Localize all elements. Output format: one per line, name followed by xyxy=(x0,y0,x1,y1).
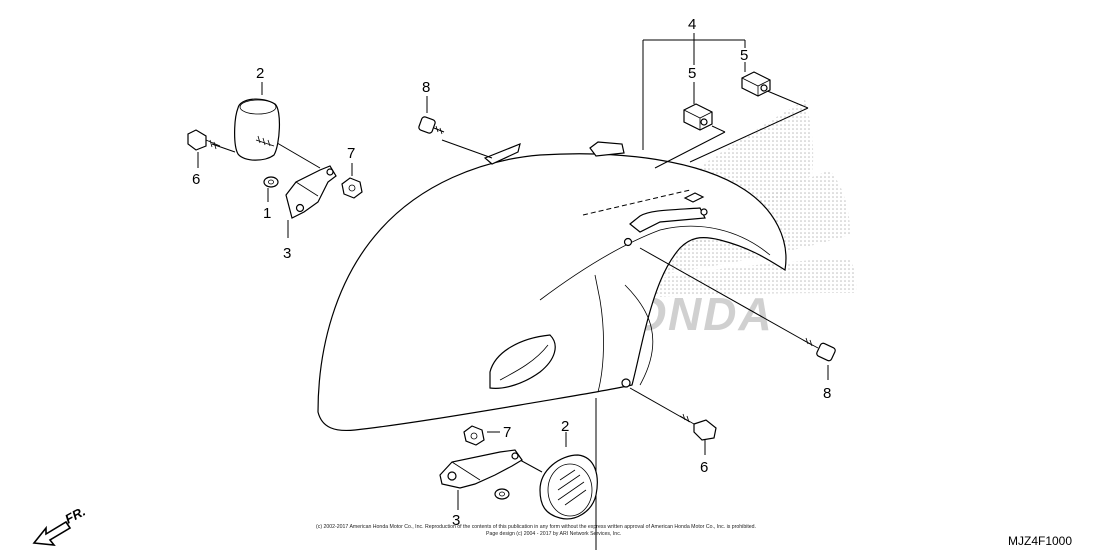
callout-8-right: 8 xyxy=(823,385,831,402)
callout-2-bottom: 2 xyxy=(561,418,569,435)
callout-3-top: 3 xyxy=(283,245,291,262)
callout-8-left: 8 xyxy=(422,79,430,96)
callout-7-bottom: 7 xyxy=(503,424,511,441)
copyright-line-1: (c) 2002-2017 American Honda Motor Co., … xyxy=(316,524,756,530)
clip-part-5-right xyxy=(741,71,771,97)
reflector-part-2-top xyxy=(234,98,280,161)
bolt-part-6-left xyxy=(187,129,221,151)
front-direction-arrow-icon xyxy=(32,520,72,546)
callout-4: 4 xyxy=(688,16,696,33)
nut-part-7-bottom xyxy=(463,425,485,446)
callout-6-left: 6 xyxy=(192,171,200,188)
callout-1: 1 xyxy=(263,205,271,222)
copyright-line-2: Page design (c) 2004 - 2017 by ARI Netwo… xyxy=(486,531,621,537)
callout-5-left: 5 xyxy=(688,65,696,82)
diagram-code: MJZ4F1000 xyxy=(1008,534,1072,548)
clip-part-5-left xyxy=(683,103,713,131)
callout-2-top: 2 xyxy=(256,65,264,82)
callout-5-right: 5 xyxy=(740,47,748,64)
reflector-part-2-bottom xyxy=(539,454,598,520)
bolt-part-8-right xyxy=(802,337,836,362)
nut-part-7-top xyxy=(341,177,363,199)
bracket-part-3-bottom xyxy=(439,449,523,489)
front-fender xyxy=(317,141,787,432)
bracket-part-3-top xyxy=(285,165,337,219)
washer-part-1 xyxy=(263,176,279,188)
bolt-part-8-left xyxy=(418,116,445,135)
callout-7-top: 7 xyxy=(347,145,355,162)
callout-3-bottom: 3 xyxy=(452,512,460,529)
bolt-part-6-right xyxy=(679,413,717,441)
washer-bottom xyxy=(494,488,510,500)
callout-6-right: 6 xyxy=(700,459,708,476)
